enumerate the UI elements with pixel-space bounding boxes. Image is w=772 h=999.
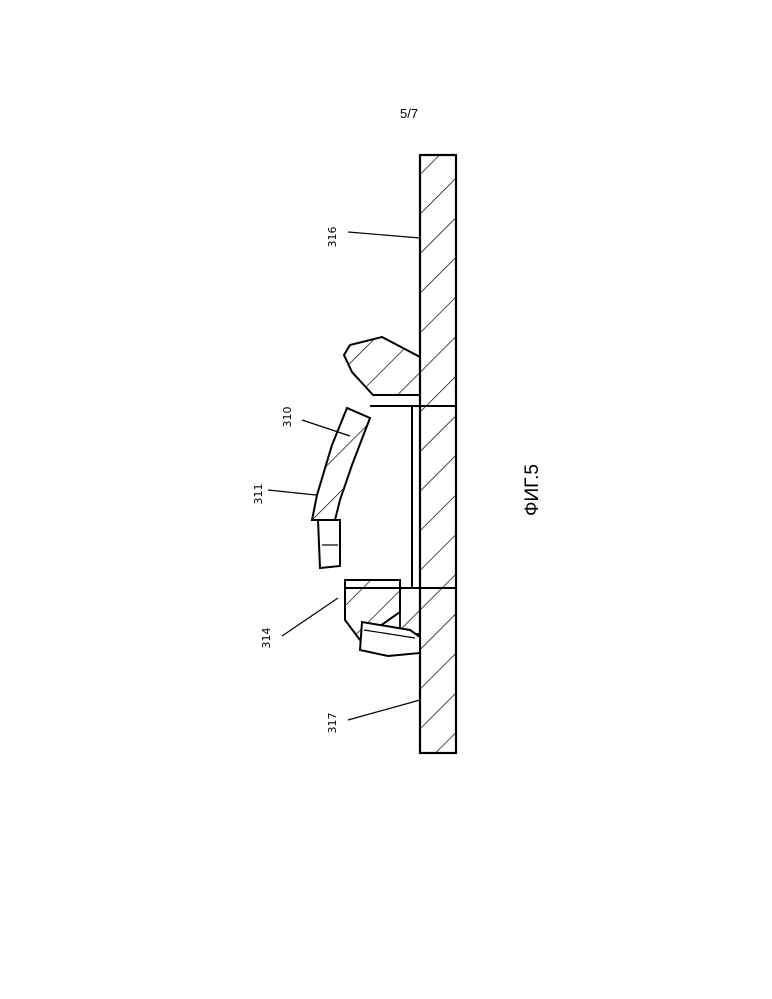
label-311: 311 (252, 484, 265, 505)
label-317: 317 (326, 713, 339, 734)
leader-316: 316 (326, 227, 420, 248)
label-310: 310 (281, 407, 294, 428)
cover-tip (318, 520, 340, 568)
leader-311: 311 (252, 484, 316, 505)
label-316: 316 (326, 227, 339, 248)
leader-317: 317 (326, 700, 420, 734)
base-plate (420, 155, 456, 753)
cover-body (312, 408, 370, 520)
cover-upper-flange (344, 337, 420, 395)
label-314: 314 (260, 628, 273, 649)
leader-314: 314 (260, 598, 338, 649)
figure-caption: ФИГ.5 (522, 464, 543, 516)
